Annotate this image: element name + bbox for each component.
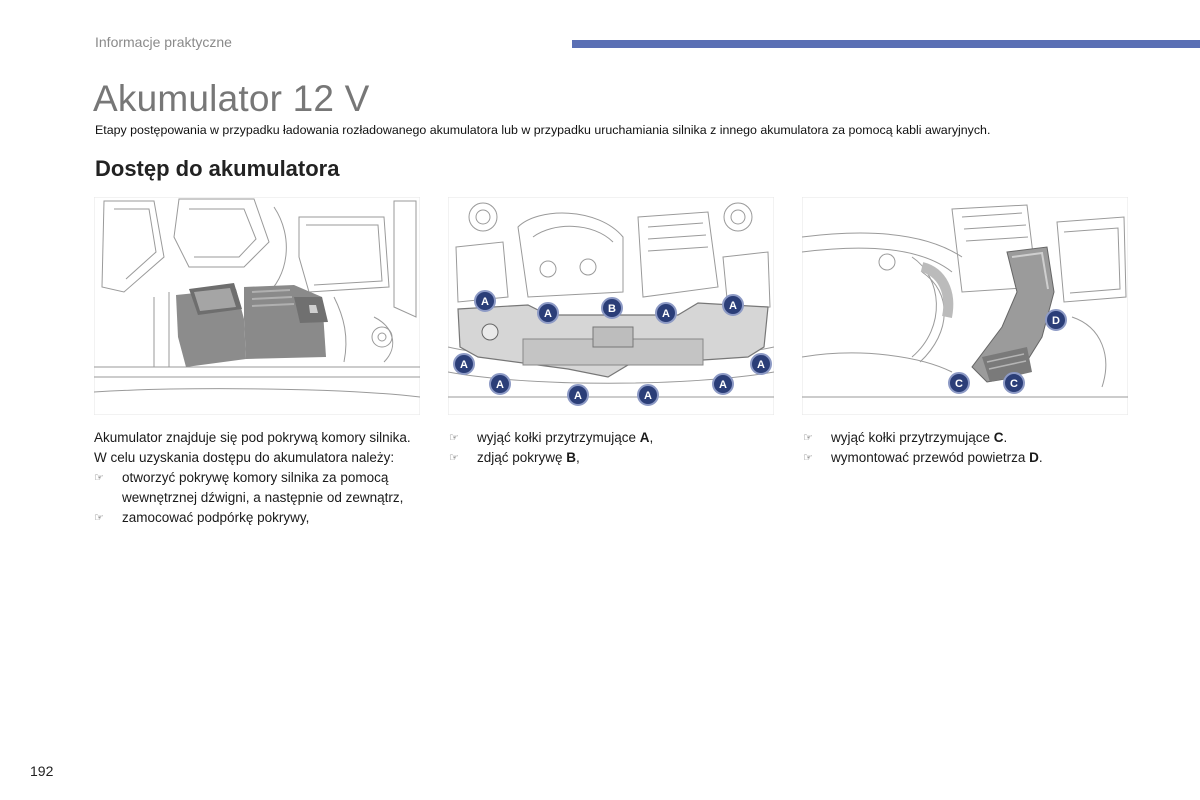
marker-a-8: A	[712, 373, 734, 395]
section-label: Informacje praktyczne	[95, 34, 232, 50]
marker-a-6: A	[750, 353, 772, 375]
marker-a-10: A	[637, 384, 659, 406]
svg-text:A: A	[719, 379, 727, 391]
header-accent-bar	[572, 40, 1200, 48]
svg-text:C: C	[955, 378, 963, 390]
list-item: ☞ zamocować podpórkę pokrywy,	[94, 508, 419, 528]
svg-text:A: A	[662, 308, 670, 320]
page-title: Akumulator 12 V	[93, 78, 370, 119]
intro-text: Etapy postępowania w przypadku ładowania…	[95, 123, 991, 137]
list-item: ☞ zdjąć pokrywę B,	[449, 448, 774, 468]
hand-pointer-icon: ☞	[803, 432, 813, 444]
marker-b: B	[601, 297, 623, 319]
svg-text:A: A	[729, 300, 737, 312]
list-item: ☞ wyjąć kołki przytrzymujące C.	[803, 428, 1133, 448]
marker-a-4: A	[722, 294, 744, 316]
marker-a-9: A	[567, 384, 589, 406]
battery-location-text: Akumulator znajduje się pod pokrywą komo…	[94, 430, 411, 445]
marker-c-1: C	[948, 372, 970, 394]
access-intro-text: W celu uzyskania dostępu do akumulatora …	[94, 450, 395, 465]
marker-d: D	[1045, 309, 1067, 331]
list-item: ☞ wyjąć kołki przytrzymujące A,	[449, 428, 774, 448]
marker-a-5: A	[453, 353, 475, 375]
list-item: ☞ otworzyć pokrywę komory silnika za pom…	[94, 470, 404, 505]
engine-cover-illustration: A A B A A A A A A A A	[448, 197, 774, 415]
list-item: ☞ wymontować przewód powietrza D.	[803, 448, 1133, 468]
marker-a-2: A	[537, 302, 559, 324]
marker-a-1: A	[474, 290, 496, 312]
access-steps-list: ☞ otworzyć pokrywę komory silnika za pom…	[94, 468, 419, 528]
marker-a-3: A	[655, 302, 677, 324]
svg-text:A: A	[460, 359, 468, 371]
battery-location-illustration	[94, 197, 420, 415]
svg-text:B: B	[608, 303, 616, 315]
hand-pointer-icon: ☞	[94, 512, 104, 524]
cover-steps-list: ☞ wyjąć kołki przytrzymujące A, ☞ zdjąć …	[449, 428, 774, 468]
svg-text:A: A	[644, 390, 652, 402]
svg-text:A: A	[496, 379, 504, 391]
section-subtitle: Dostęp do akumulatora	[95, 156, 340, 181]
svg-text:A: A	[757, 359, 765, 371]
page-number: 192	[30, 763, 54, 779]
svg-text:A: A	[481, 296, 489, 308]
text-column-2: ☞ wyjąć kołki przytrzymujące A, ☞ zdjąć …	[449, 428, 774, 468]
svg-text:C: C	[1010, 378, 1018, 390]
svg-text:D: D	[1052, 315, 1060, 327]
hand-pointer-icon: ☞	[449, 452, 459, 464]
hand-pointer-icon: ☞	[449, 432, 459, 444]
hand-pointer-icon: ☞	[803, 452, 813, 464]
marker-a-7: A	[489, 373, 511, 395]
svg-text:A: A	[544, 308, 552, 320]
duct-steps-list: ☞ wyjąć kołki przytrzymujące C. ☞ wymont…	[803, 428, 1133, 468]
svg-text:A: A	[574, 390, 582, 402]
air-duct-illustration: D C C	[802, 197, 1128, 415]
marker-c-2: C	[1003, 372, 1025, 394]
text-column-1: Akumulator znajduje się pod pokrywą komo…	[94, 428, 419, 528]
text-column-3: ☞ wyjąć kołki przytrzymujące C. ☞ wymont…	[803, 428, 1133, 468]
hand-pointer-icon: ☞	[94, 472, 104, 484]
